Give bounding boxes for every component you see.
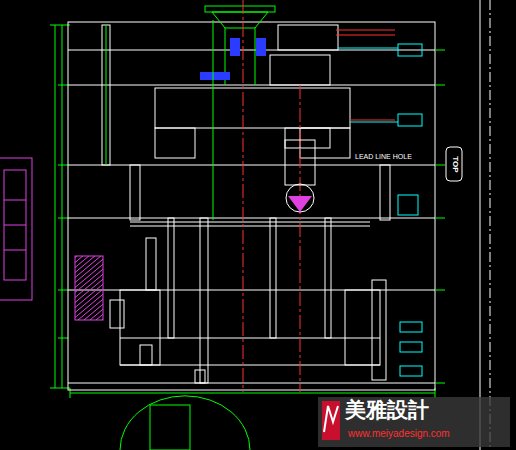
note-text: LEAD LINE HOLE [355, 153, 412, 161]
watermark-title: 美雅設計 [345, 399, 429, 422]
watermark-url: www.meiyadesign.com [348, 428, 450, 439]
direction-mark: TOP [450, 156, 459, 172]
